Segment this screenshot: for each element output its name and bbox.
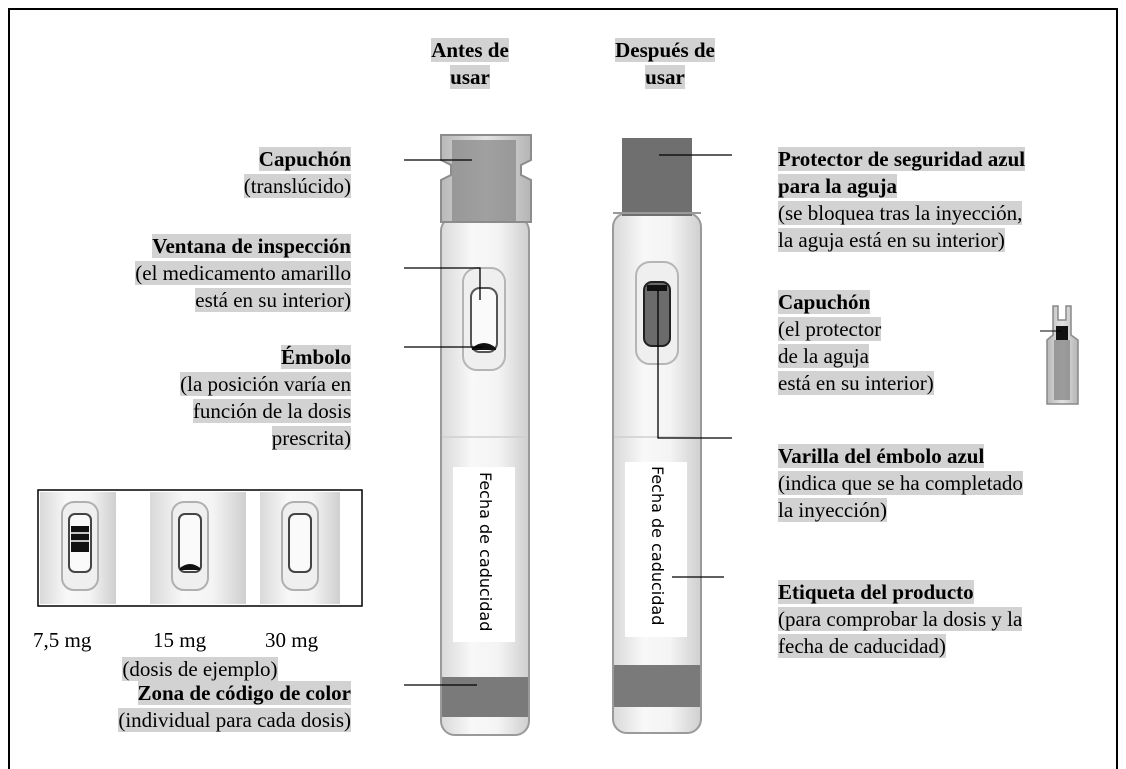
window-30mg bbox=[288, 513, 312, 573]
product-label-before bbox=[453, 467, 515, 642]
label-varilla-embolo: Varilla del émbolo azul (indica que se h… bbox=[778, 444, 1023, 522]
expiry-label-after: Fecha de caducidad bbox=[648, 466, 667, 626]
plunger-rod-window bbox=[643, 281, 671, 347]
inspection-window bbox=[470, 287, 498, 353]
color-band-before bbox=[442, 677, 528, 717]
plunger-before bbox=[472, 343, 496, 350]
label-capuchon-protector: Capuchón (el protector de la aguja está … bbox=[778, 290, 934, 395]
pen-after bbox=[612, 138, 702, 734]
needle-guard bbox=[622, 138, 692, 216]
cap-detail-icon bbox=[1040, 305, 1079, 405]
dose-examples-caption: (dosis de ejemplo) bbox=[122, 657, 278, 681]
dose-examples-box bbox=[37, 489, 363, 607]
expiry-label-before: Fecha de caducidad bbox=[476, 472, 495, 632]
label-embolo: Émbolo (la posición varía en función de … bbox=[180, 345, 351, 450]
label-zona-codigo-color: Zona de código de color (individual para… bbox=[118, 681, 351, 732]
label-capuchon-translucido: Capuchón (translúcido) bbox=[243, 147, 351, 198]
dose-7-5mg: 7,5 mg bbox=[33, 628, 92, 652]
label-protector-seguridad: Protector de seguridad azul para la aguj… bbox=[778, 147, 1026, 252]
leader-lines bbox=[404, 154, 732, 686]
color-band-after bbox=[614, 665, 700, 707]
product-label-after bbox=[625, 462, 687, 637]
label-etiqueta-producto: Etiqueta del producto (para comprobar la… bbox=[778, 580, 1023, 658]
window-15mg bbox=[178, 513, 202, 573]
dose-30mg: 30 mg bbox=[265, 628, 319, 652]
dose-15mg: 15 mg bbox=[153, 628, 207, 652]
pen-before bbox=[440, 134, 532, 736]
diagram-frame bbox=[8, 8, 1118, 769]
label-ventana-inspeccion: Ventana de inspección (el medicamento am… bbox=[135, 234, 351, 312]
